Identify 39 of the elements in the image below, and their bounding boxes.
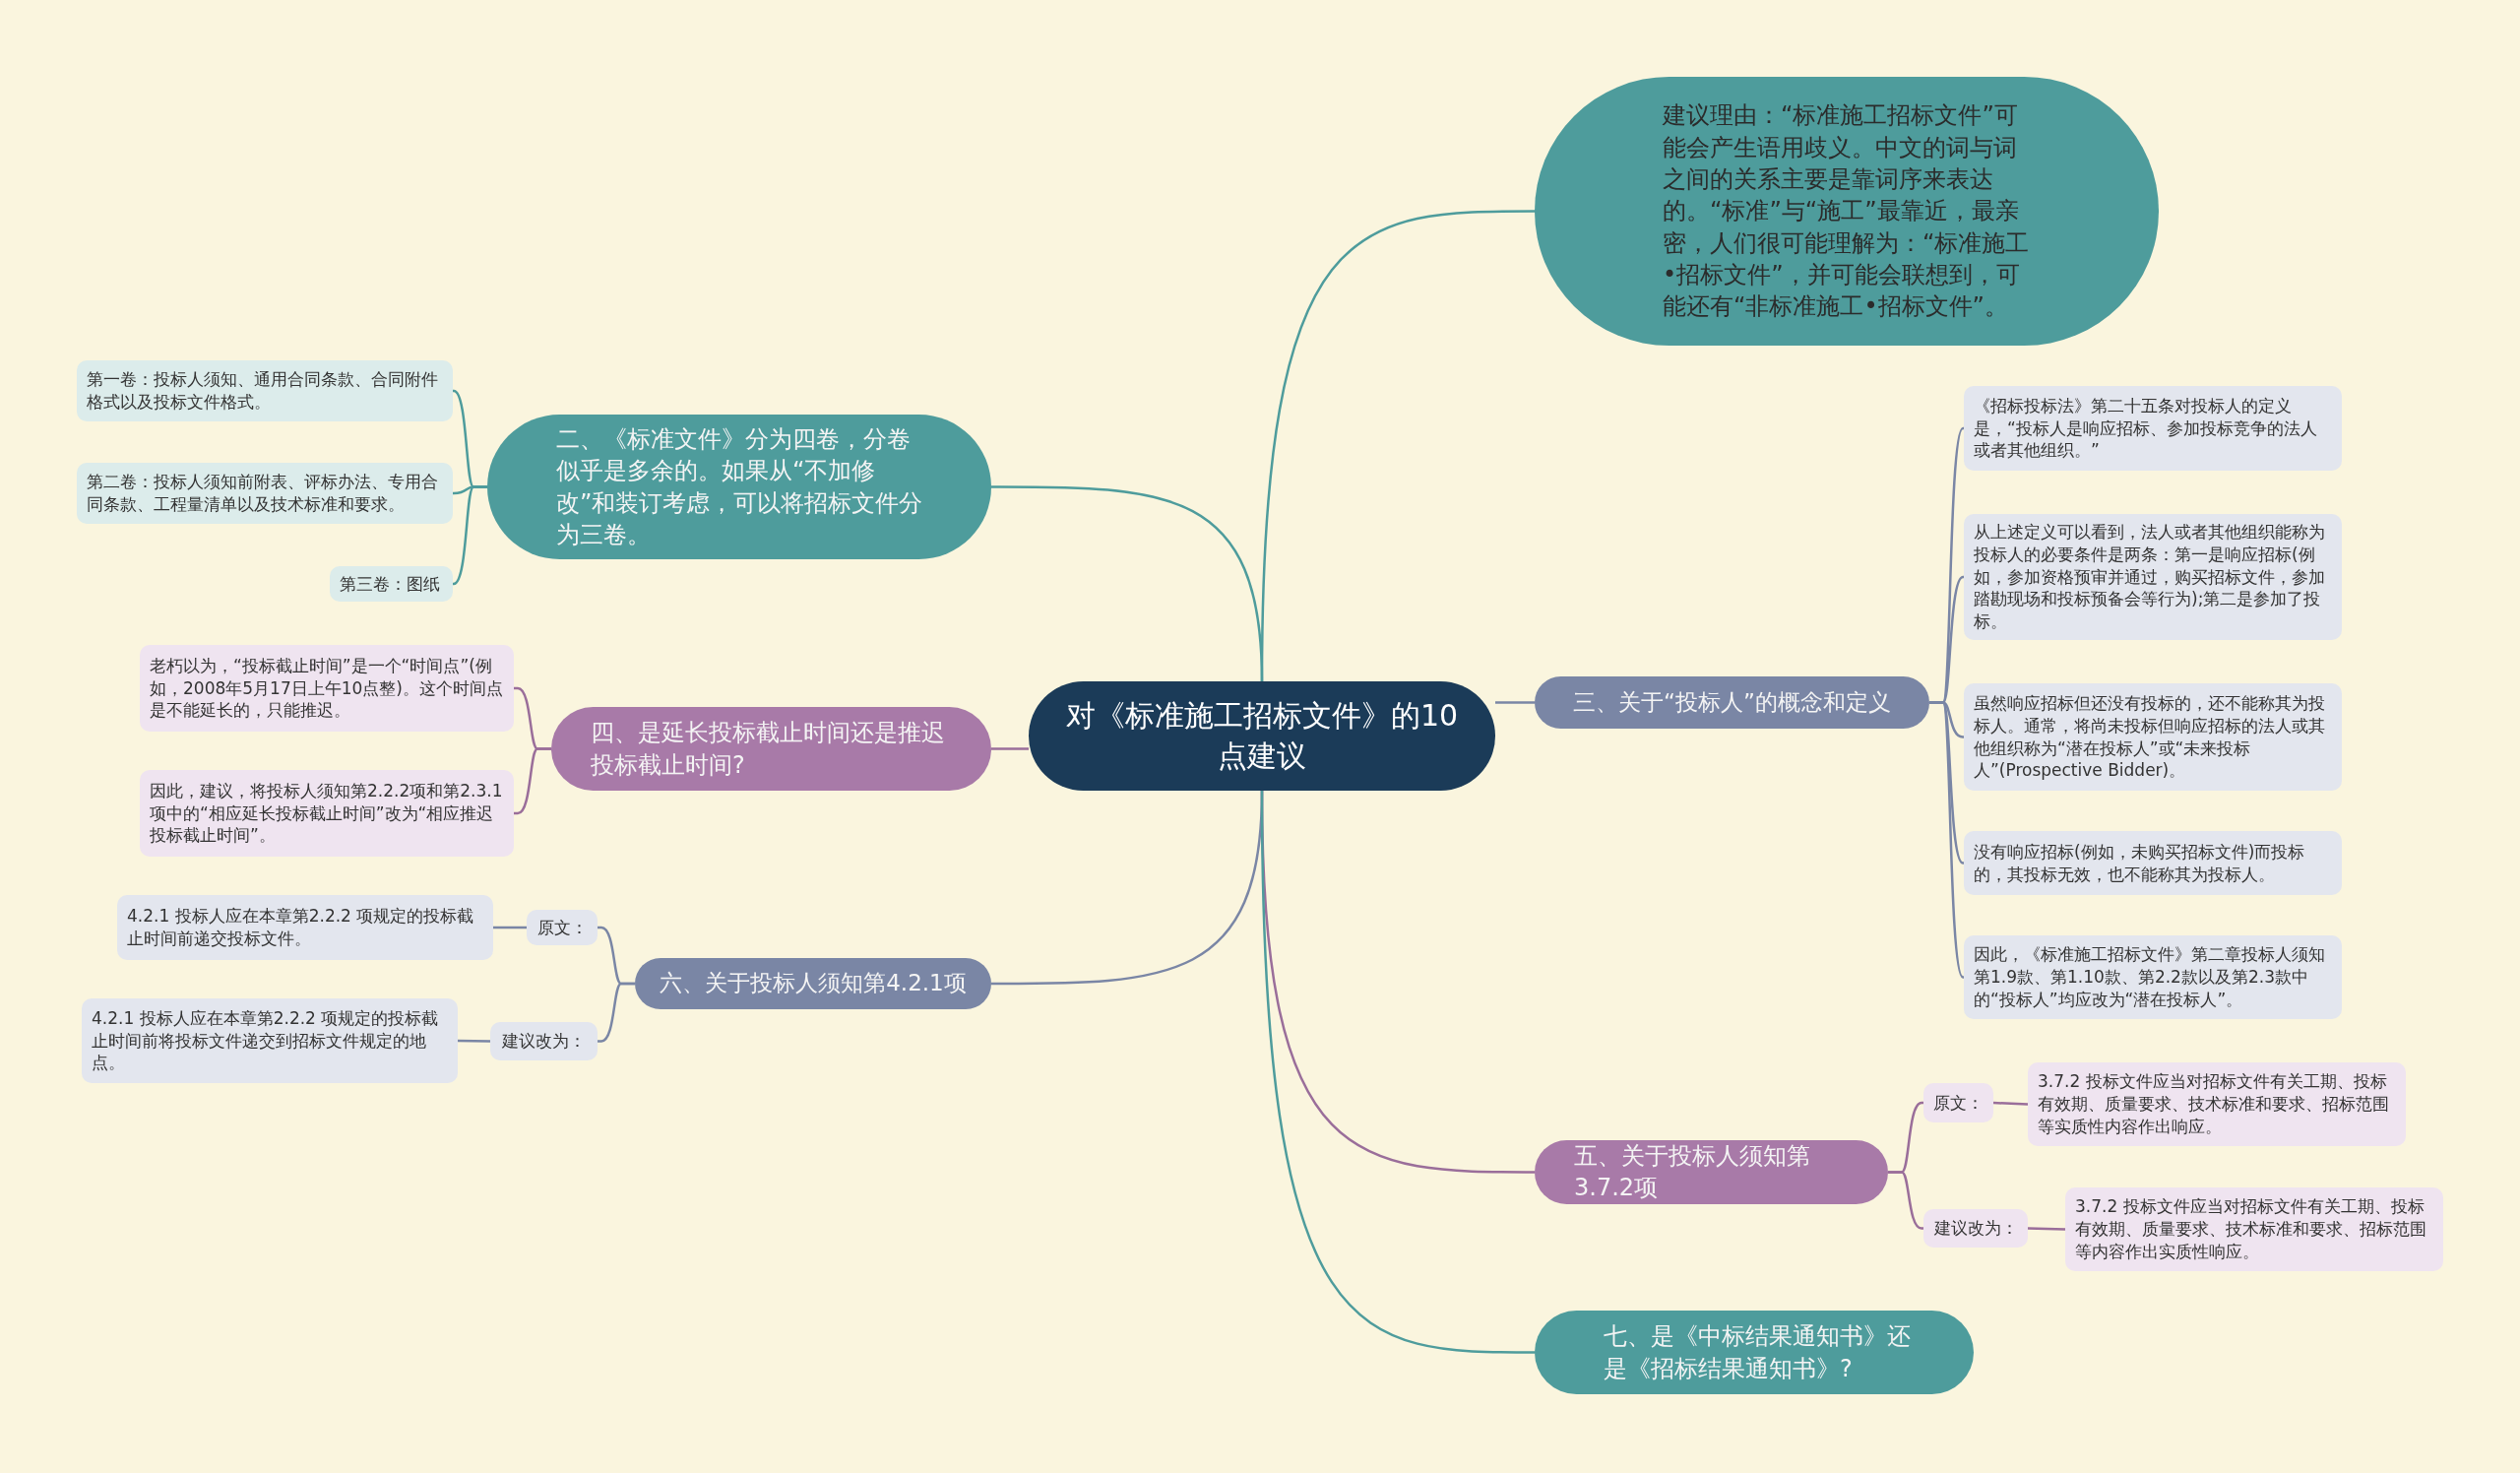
connector — [493, 926, 527, 929]
branch-topic: 七、是《中标结果通知书》还是《招标结果通知书》? — [1535, 1311, 1974, 1394]
label-tag: 原文： — [1923, 1083, 1993, 1122]
connector — [1888, 1171, 1924, 1230]
label-tag: 建议改为： — [490, 1022, 598, 1060]
central-topic: 对《标准施工招标文件》的10点建议 — [1029, 681, 1495, 791]
branch-topic: 三、关于“投标人”的概念和定义 — [1535, 676, 1929, 729]
note-box: 第二卷：投标人须知前附表、评标办法、专用合同条款、工程量清单以及技术标准和要求。 — [77, 463, 453, 524]
branch-topic: 四、是延长投标截止时间还是推迟投标截止时间? — [551, 707, 991, 791]
connector — [514, 747, 551, 815]
note-box: 没有响应招标(例如，未购买招标文件)而投标的，其投标无效，也不能称其为投标人。 — [1964, 831, 2342, 895]
note-box: 虽然响应招标但还没有投标的，还不能称其为投标人。通常，将尚未投标但响应招标的法人或其他组织称为“潜在投标人”或“未来投标人”(Prospective Bidder)。 — [1964, 683, 2342, 791]
connector — [458, 1039, 490, 1043]
note-box: 老朽以为，“投标截止时间”是一个“时间点”(例如，2008年5月17日上午10点整)。这个时间点是不能延长的，只能推迟。 — [140, 645, 514, 732]
connector — [1929, 701, 1965, 979]
note-box: 从上述定义可以看到，法人或者其他组织能称为投标人的必要条件是两条：第一是响应招标(例如，参加资格预审并通过，购买招标文件，参加踏勘现场和投标预备会等行为);第二是参加了投标。 — [1964, 514, 2342, 640]
connector — [1992, 1101, 2029, 1106]
note-box: 3.7.2 投标文件应当对招标文件有关工期、投标有效期、质量要求、技术标准和要求、招标范围等实质性内容作出响应。 — [2028, 1062, 2406, 1146]
branch-topic: 二、《标准文件》分为四卷，分卷似乎是多余的。如果从“不加修改”和装订考虑，可以将招标文件分为三卷。 — [487, 415, 991, 559]
note-box: 3.7.2 投标文件应当对招标文件有关工期、投标有效期、质量要求、技术标准和要求、招标范围等内容作出实质性响应。 — [2065, 1187, 2443, 1271]
connector — [1495, 701, 1535, 704]
connector — [1260, 791, 1535, 1354]
note-box: 《招标投标法》第二十五条对投标人的定义是，“投标人是响应招标、参加投标竞争的法人或者其他组织。” — [1964, 386, 2342, 471]
connector — [452, 485, 487, 586]
connector — [991, 485, 1264, 682]
note-box: 4.2.1 投标人应在本章第2.2.2 项规定的投标截止时间前将投标文件递交到招标文件规定的地点。 — [82, 998, 458, 1083]
connector — [2027, 1227, 2066, 1231]
note-box: 第三卷：图纸 — [330, 566, 453, 602]
branch-topic: 五、关于投标人须知第3.7.2项 — [1535, 1140, 1888, 1204]
branch-topic: 六、关于投标人须知第4.2.1项 — [635, 958, 991, 1009]
label-tag: 建议改为： — [1923, 1209, 2028, 1248]
connector — [598, 982, 635, 1043]
label-tag: 原文： — [527, 910, 598, 945]
topic-bubble: 建议理由：“标准施工招标文件”可能会产生语用歧义。中文的词与词之间的关系主要是靠词序来表达的。“标准”与“施工”最靠近，最亲密，人们很可能理解为：“标准施工•招标文件”，并可能会联想到，可能还有“非标准施工•招标文件”。 — [1535, 77, 2159, 346]
note-box: 因此，《标准施工招标文件》第二章投标人须知第1.9款、第1.10款、第2.2款以及第2.3款中的“投标人”均应改为“潜在投标人”。 — [1964, 935, 2342, 1019]
note-box: 4.2.1 投标人应在本章第2.2.2 项规定的投标截止时间前递交投标文件。 — [117, 895, 493, 960]
note-box: 第一卷：投标人须知、通用合同条款、合同附件格式以及投标文件格式。 — [77, 360, 453, 421]
note-box: 因此，建议，将投标人须知第2.2.2项和第2.3.1项中的“相应延长投标截止时间”改为“相应推迟投标截止时间”。 — [140, 770, 514, 857]
connector — [991, 747, 1029, 750]
